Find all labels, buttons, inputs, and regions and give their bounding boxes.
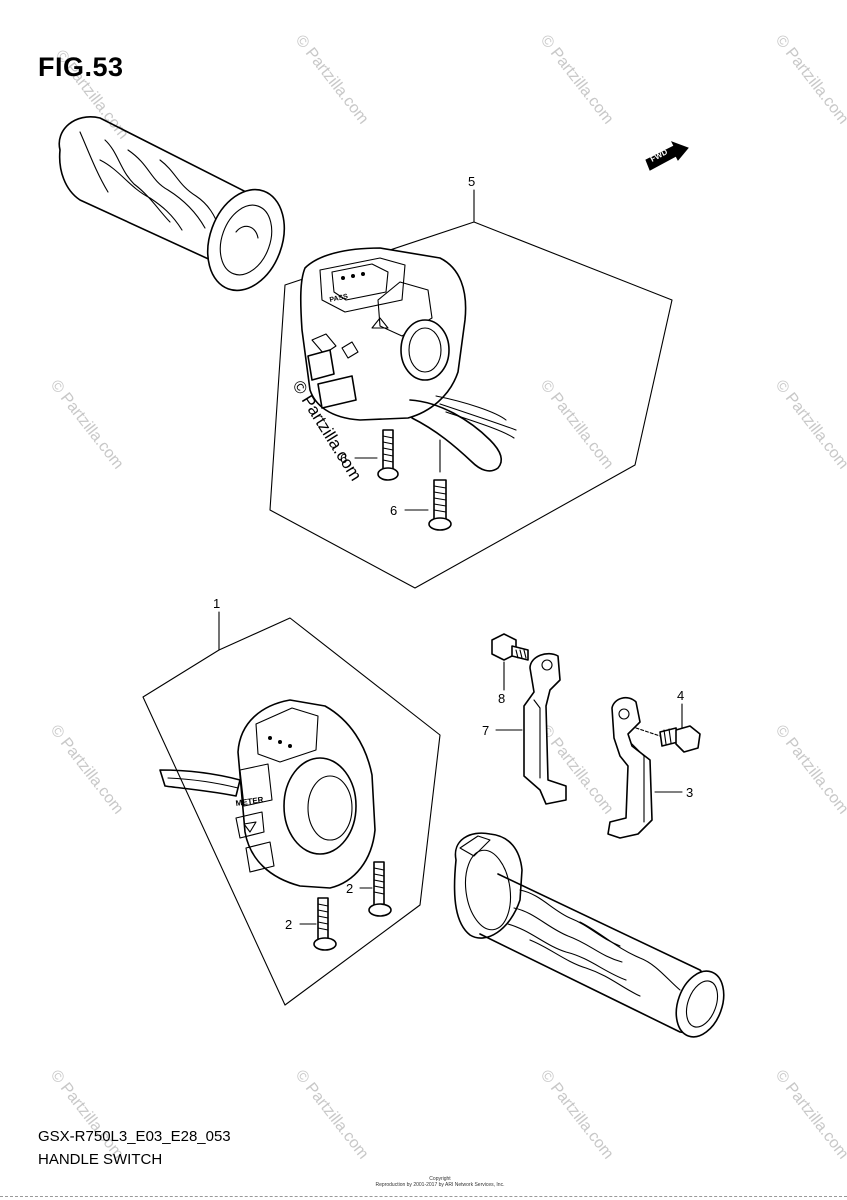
switch-assembly-5: 5 PASS xyxy=(269,174,673,589)
bolt-4: 4 xyxy=(635,688,701,753)
bolt-8: 8 xyxy=(491,633,529,706)
copyright-line: Reproduction by 2001-2017 by ARI Network… xyxy=(375,1182,505,1188)
left-handgrip xyxy=(58,116,286,292)
clamp-7: 7 xyxy=(482,652,567,805)
watermark: © Partzilla.com xyxy=(537,377,617,472)
watermark: © Partzilla.com xyxy=(292,1067,372,1162)
screw-6a: 6 xyxy=(340,429,399,481)
bounding-diamond xyxy=(142,617,441,1006)
watermark: © Partzilla.com xyxy=(537,1067,617,1162)
clamp-3: 3 xyxy=(607,696,693,839)
watermark: © Partzilla.com xyxy=(772,1067,847,1162)
callout-6b: 6 xyxy=(390,503,397,518)
watermark: © Partzilla.com xyxy=(772,32,847,127)
watermark-layer: © Partzilla.com © Partzilla.com © Partzi… xyxy=(47,32,847,1162)
callout-5: 5 xyxy=(468,174,475,189)
callout-4: 4 xyxy=(677,688,684,703)
screw-2b: 2 xyxy=(285,897,337,951)
callout-1: 1 xyxy=(213,596,220,611)
callout-3: 3 xyxy=(686,785,693,800)
watermark: © Partzilla.com xyxy=(772,377,847,472)
fwd-arrow-icon: FWD xyxy=(645,141,689,171)
diagram-name: HANDLE SWITCH xyxy=(38,1151,163,1168)
copyright-notice: Copyright Reproduction by 2001-2017 by A… xyxy=(340,1176,540,1188)
figure-title: FIG.53 xyxy=(38,52,124,82)
watermark: © Partzilla.com xyxy=(47,722,127,817)
callout-2b: 2 xyxy=(285,917,292,932)
watermark: © Partzilla.com xyxy=(47,377,127,472)
bounding-diamond xyxy=(269,221,673,589)
throttle-grip xyxy=(453,832,725,1038)
screw-2a: 2 xyxy=(346,861,392,917)
diagram-code: GSX-R750L3_E03_E28_053 xyxy=(38,1128,231,1145)
switch-assembly-1: 1 METER xyxy=(142,596,441,1006)
callout-6a: 6 xyxy=(340,451,347,466)
callout-8: 8 xyxy=(498,691,505,706)
screw-6b: 6 xyxy=(390,439,452,531)
watermark: © Partzilla.com xyxy=(292,32,372,127)
watermark: © Partzilla.com xyxy=(772,722,847,817)
watermark: © Partzilla.com xyxy=(537,32,617,127)
meter-switch-label: METER xyxy=(235,795,264,808)
bottom-rule xyxy=(0,1196,847,1197)
copyright-title: Copyright xyxy=(429,1176,451,1182)
callout-7: 7 xyxy=(482,723,489,738)
watermark: © Partzilla.com xyxy=(47,1067,127,1162)
callout-2a: 2 xyxy=(346,881,353,896)
pass-switch-label: PASS xyxy=(329,293,349,304)
